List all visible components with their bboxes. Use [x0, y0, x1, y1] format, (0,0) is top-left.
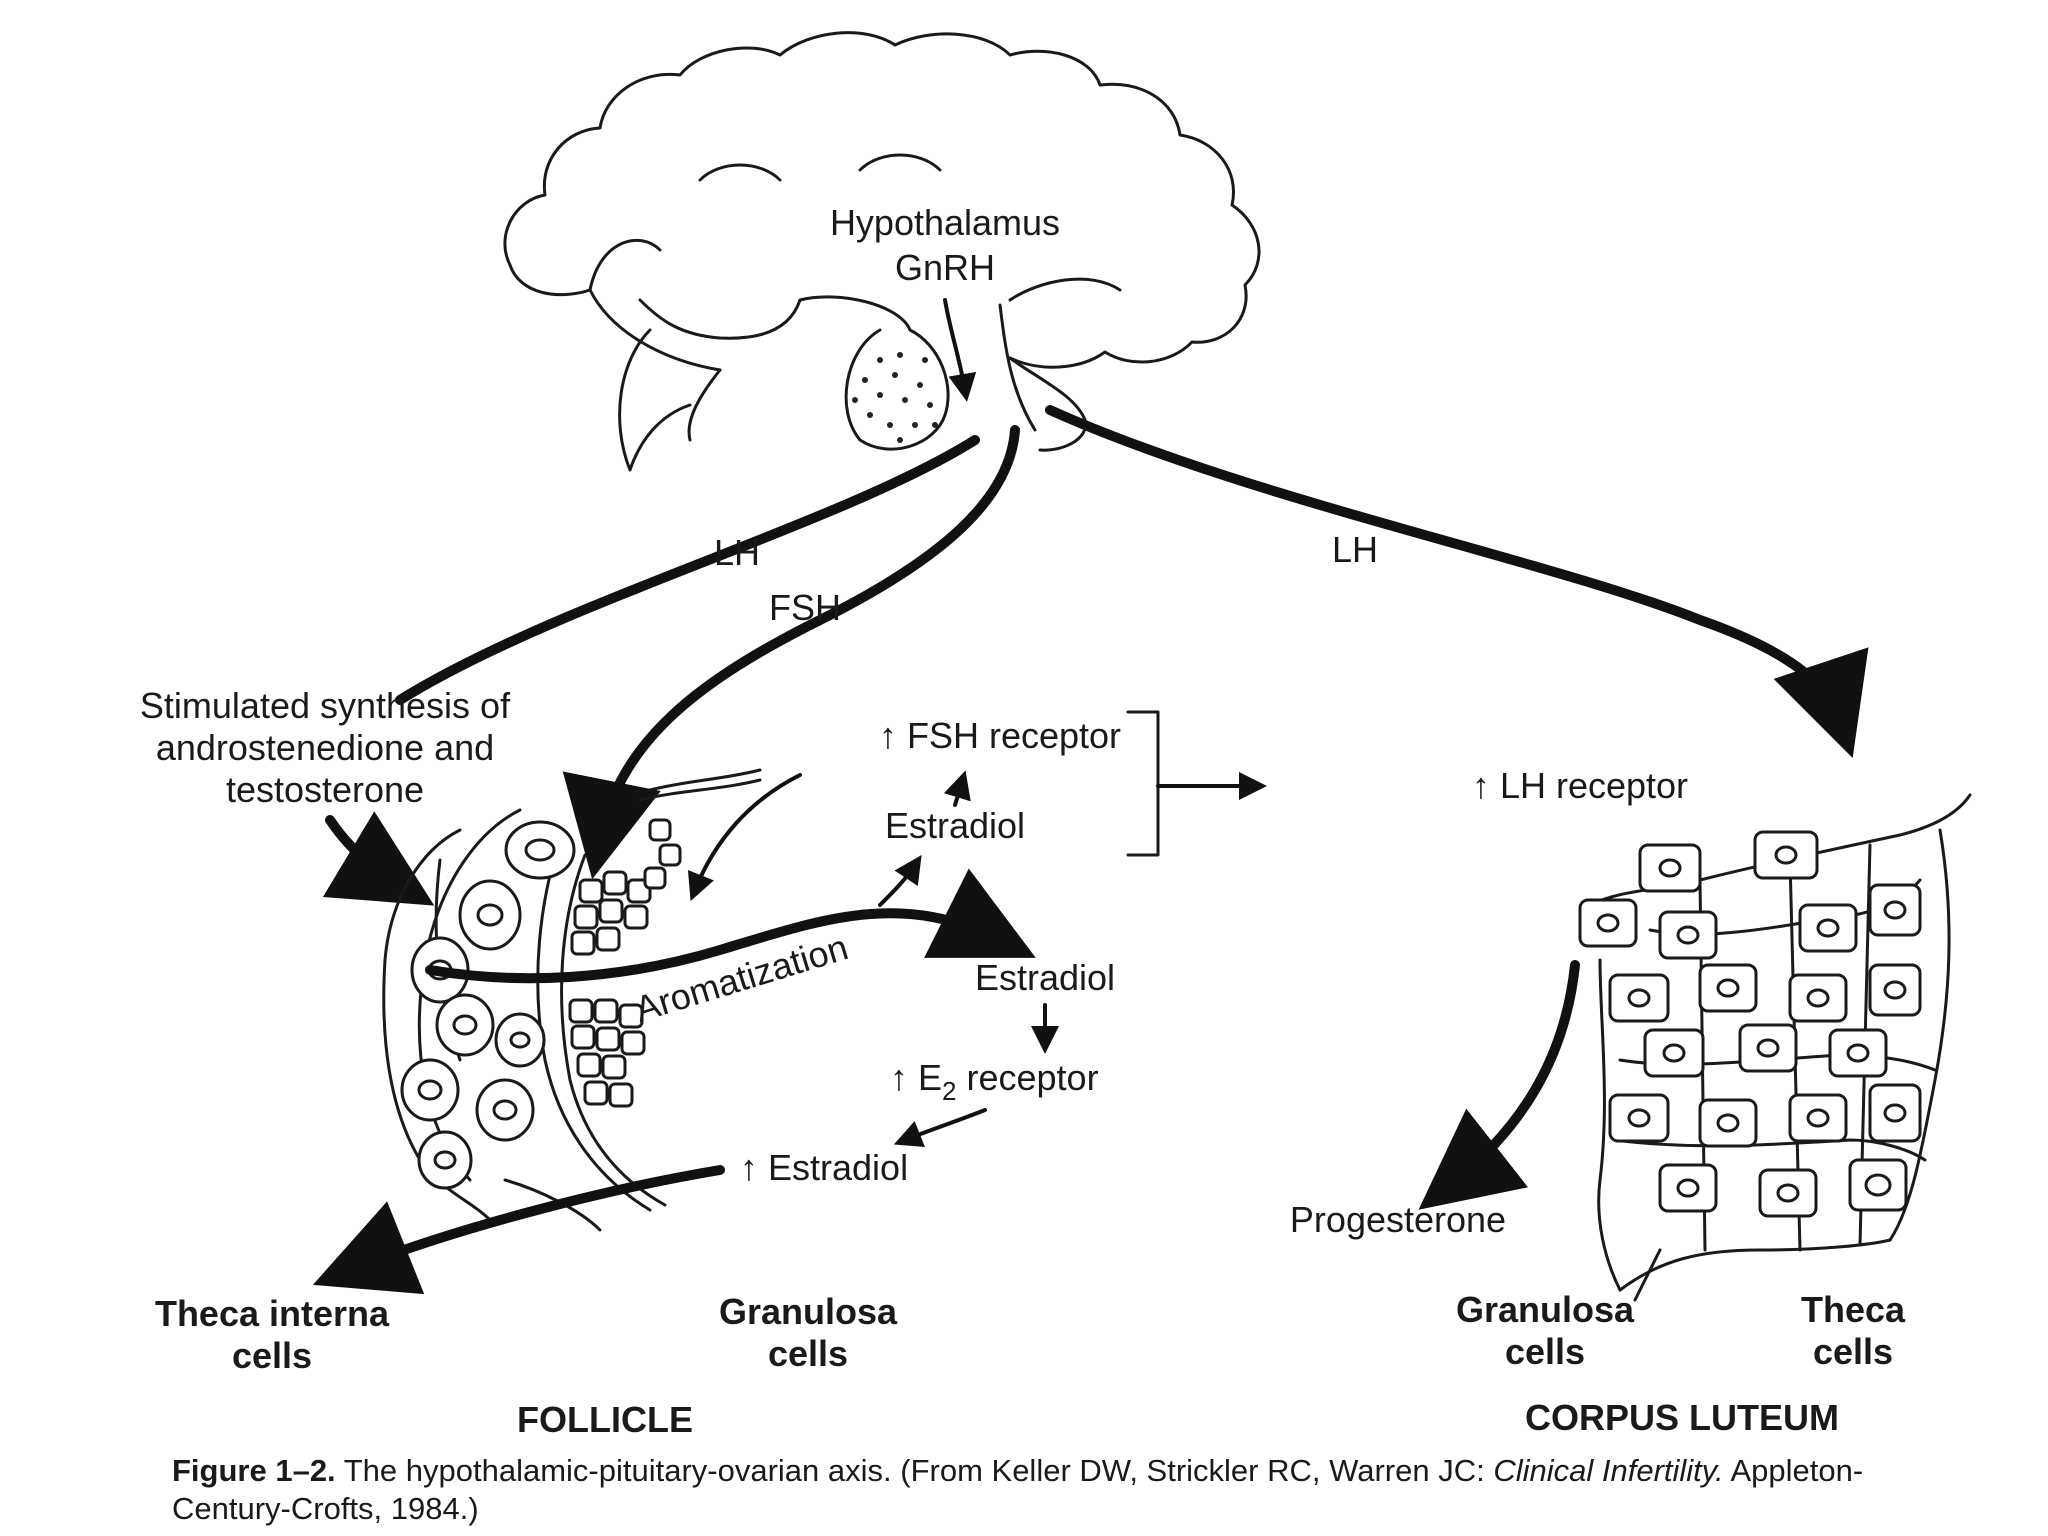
- lh-right-arrow: [1045, 405, 1869, 758]
- corpus-luteum-label: CORPUS LUTEUM: [1525, 1397, 1839, 1438]
- bracket: [1126, 710, 1160, 857]
- lh-left-arrow: [395, 435, 980, 705]
- estradiol-low-label: ↑ Estradiol: [740, 1147, 908, 1188]
- estradiol-upper-label: Estradiol: [885, 805, 1025, 846]
- lh-receptor-label: ↑ LH receptor: [1472, 765, 1688, 806]
- lh-right-label: LH: [1332, 529, 1378, 570]
- brain-outline: [503, 31, 1261, 472]
- gnrh-arrow: [943, 298, 977, 402]
- granulosa-left-label-line2: cells: [768, 1333, 848, 1374]
- pituitary-stipple: [852, 352, 938, 443]
- fsh-receptor-label: ↑ FSH receptor: [879, 715, 1121, 756]
- follicle-drawing: [382, 768, 762, 1232]
- theca-interna-label-line1: Theca interna: [155, 1293, 390, 1334]
- theca-right-label-line1: Theca: [1801, 1289, 1906, 1330]
- aromatization-arrow: [425, 868, 1036, 984]
- theca-interna-label-line2: cells: [232, 1335, 312, 1376]
- figure-caption: Figure 1–2. The hypothalamic-pituitary-o…: [172, 1452, 1972, 1528]
- e2-subscript: 2: [942, 1076, 956, 1106]
- stimulated-synthesis-line3: testosterone: [226, 769, 424, 810]
- progesterone-arrow: [1418, 960, 1580, 1210]
- stimulated-synthesis-line1: Stimulated synthesis of: [140, 685, 511, 726]
- e2-receptor-to-estradiol-arrow: [893, 1108, 987, 1148]
- stimulated-arrow: [322, 811, 435, 906]
- e2-receptor-prefix: ↑ E: [890, 1057, 942, 1098]
- gnrh-label: GnRH: [895, 247, 995, 288]
- fsh-label: FSH: [769, 587, 841, 628]
- caption-book-title: Clinical Infertility.: [1493, 1453, 1724, 1488]
- granulosa-right-label-line1: Granulosa: [1456, 1289, 1635, 1330]
- aromatization-to-estradiol-arrow: [878, 855, 922, 907]
- granulosa-right-label-line2: cells: [1505, 1331, 1585, 1372]
- theca-right-label-line2: cells: [1813, 1331, 1893, 1372]
- fsh-arrow: [562, 425, 1020, 880]
- stimulated-synthesis-line2: androstenedione and: [156, 727, 494, 768]
- fsh-receptor-to-granulosa-arrow: [687, 773, 802, 902]
- e2-receptor-suffix: receptor: [956, 1057, 1098, 1098]
- corpus-luteum-drawing: [1578, 793, 1972, 1302]
- estradiol-to-fsh-receptor-arrow: [943, 770, 971, 807]
- follicle-label: FOLLICLE: [517, 1399, 693, 1440]
- hypothalamus-label: Hypothalamus: [830, 202, 1060, 243]
- granulosa-left-label-line1: Granulosa: [719, 1291, 898, 1332]
- figure-number: Figure 1–2.: [172, 1453, 336, 1488]
- lh-left-label: LH: [714, 532, 760, 573]
- estradiol-to-theca-arrow: [312, 1165, 725, 1295]
- caption-publisher: Appleton-Century-Crofts, 1984.): [172, 1453, 1864, 1526]
- progesterone-label: Progesterone: [1290, 1199, 1506, 1240]
- estradiol-mid-label: Estradiol: [975, 957, 1115, 998]
- caption-text: The hypothalamic-pituitary-ovarian axis.…: [335, 1453, 1494, 1488]
- granulosa-cells-follicle: [568, 818, 682, 1108]
- e2-receptor-label: ↑ E2 receptor: [890, 1057, 1099, 1106]
